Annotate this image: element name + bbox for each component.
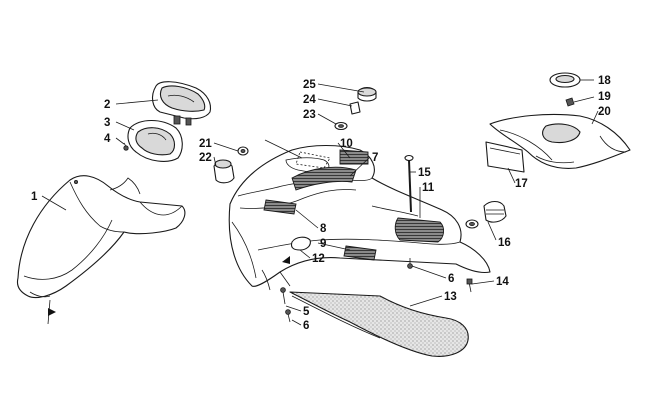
part-grommet-21 — [237, 146, 249, 156]
part-spring-24 — [349, 101, 361, 115]
callout-24: 24 — [303, 94, 316, 106]
leader-lines — [41, 79, 599, 326]
direction-arrow — [48, 308, 56, 316]
callout-15: 15 — [418, 167, 431, 179]
part-long-bolt-15 — [404, 154, 414, 213]
part-front-fender — [16, 175, 186, 299]
part-rear-cover-20 — [489, 113, 631, 169]
callout-6-right: 6 — [448, 273, 454, 285]
part-washer-23 — [334, 121, 348, 131]
part-rear-lens-17 — [485, 141, 525, 173]
part-clip-19 — [565, 97, 575, 107]
callout-19: 19 — [598, 91, 611, 103]
part-screw-5 — [280, 287, 286, 305]
direction-arrow — [282, 256, 290, 264]
callout-5: 5 — [303, 306, 310, 318]
callout-2: 2 — [104, 99, 110, 111]
callout-11: 11 — [422, 182, 435, 194]
part-screw-6a — [285, 309, 291, 323]
callout-3: 3 — [104, 117, 110, 129]
part-knob-25 — [357, 86, 377, 102]
callout-13: 13 — [444, 291, 457, 303]
callout-21: 21 — [199, 138, 212, 150]
callout-16: 16 — [498, 237, 511, 249]
part-bolt-14 — [466, 278, 473, 293]
callout-12: 12 — [312, 253, 325, 265]
callout-17: 17 — [515, 178, 528, 190]
callout-9: 9 — [320, 238, 326, 250]
part-headlight-bezel — [127, 119, 183, 162]
callout-25: 25 — [303, 79, 316, 91]
callout-22: 22 — [199, 152, 212, 164]
part-switch-22 — [213, 159, 235, 184]
callout-6-lower: 6 — [303, 320, 309, 332]
callout-14: 14 — [496, 276, 509, 288]
callout-4: 4 — [104, 133, 111, 145]
part-floor-mat — [289, 291, 469, 357]
callout-23: 23 — [303, 109, 316, 121]
part-screw-4 — [123, 142, 129, 151]
callout-7: 7 — [372, 152, 378, 164]
part-hood-console — [228, 145, 491, 291]
callout-18: 18 — [598, 75, 611, 87]
part-headlight-housing — [151, 81, 212, 126]
callout-10: 10 — [340, 138, 353, 150]
callout-8: 8 — [320, 223, 327, 235]
part-cap-ring-18 — [549, 72, 581, 88]
callout-labels: 1 2 3 4 5 6 6 7 8 9 10 11 12 13 14 15 16… — [31, 75, 611, 332]
callout-1: 1 — [31, 191, 38, 203]
part-knob-16 — [465, 200, 507, 229]
callout-20: 20 — [598, 106, 611, 118]
